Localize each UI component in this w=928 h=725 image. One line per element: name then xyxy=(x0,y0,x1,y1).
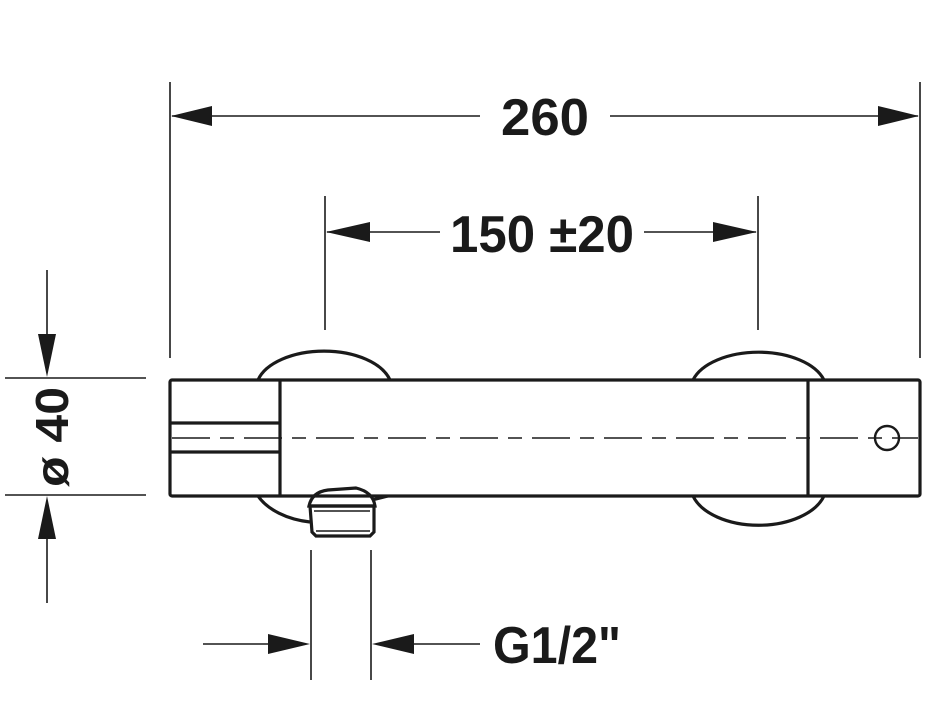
arrowhead-left-icon xyxy=(171,106,212,126)
arrowhead-down-icon xyxy=(38,334,56,377)
connection-spacing-label: 150 ±20 xyxy=(450,206,634,264)
escutcheon-right-bottom xyxy=(691,495,826,527)
overall-length-label: 260 xyxy=(501,89,589,147)
arrowhead-up-icon xyxy=(38,496,56,539)
dimension-body-diameter: ø 40 xyxy=(5,270,146,603)
dimension-connection-spacing: 150 ±20 xyxy=(324,196,759,330)
arrowhead-left-icon xyxy=(326,222,370,242)
arrowhead-right-icon xyxy=(713,222,757,242)
arrowhead-right-icon xyxy=(878,106,919,126)
nozzle-thread xyxy=(308,504,376,538)
mixer-body xyxy=(168,378,922,498)
outlet-nozzle xyxy=(307,486,377,538)
escutcheon-left-top xyxy=(256,349,392,381)
escutcheon-left-bottom xyxy=(256,495,311,524)
arrowhead-right-icon xyxy=(268,634,310,654)
dimension-overall-length: 260 xyxy=(169,82,921,358)
body-outline xyxy=(168,378,922,498)
escutcheon-right-top xyxy=(691,350,826,381)
wall-escutcheons xyxy=(256,349,826,527)
nozzle-dome xyxy=(307,486,377,508)
dimension-outlet-thread: G1/2" xyxy=(203,550,621,680)
outlet-thread-label: G1/2" xyxy=(493,617,621,675)
body-diameter-label: ø 40 xyxy=(26,387,78,487)
arrowhead-left-icon xyxy=(372,634,414,654)
